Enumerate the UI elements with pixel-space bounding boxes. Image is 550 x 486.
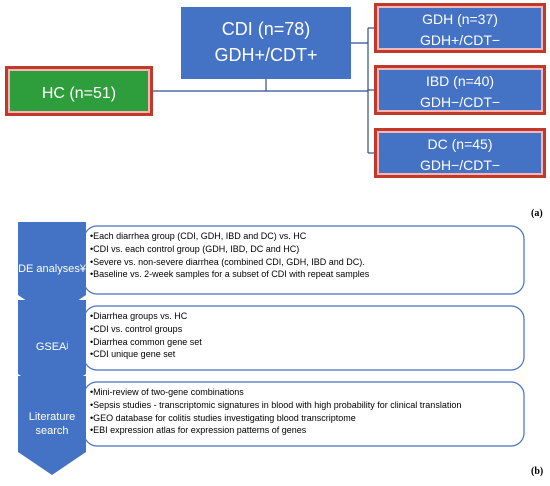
list-item: CDI unique gene set xyxy=(90,348,520,361)
gdh-group-title: GDH (n=37) xyxy=(422,11,498,27)
ibd-group-box: IBD (n=40) GDH−/CDT− xyxy=(374,65,546,115)
connector-lines xyxy=(153,27,375,154)
literature-list: Mini-review of two-gene combinations Sep… xyxy=(90,386,520,437)
dc-group-title: DC (n=45) xyxy=(427,136,493,152)
literature-chevron xyxy=(18,376,86,475)
cdi-group-subtitle: GDH+/CDT+ xyxy=(214,45,318,65)
panel-a-label: (a) xyxy=(531,208,543,219)
panel-b-label: (b) xyxy=(531,466,544,477)
gsea-list: Diarrhea groups vs. HC CDI vs. control g… xyxy=(90,310,520,361)
literature-label: Literature search xyxy=(28,411,76,437)
list-item: Each diarrhea group (CDI, GDH, IBD and D… xyxy=(90,230,520,243)
dc-group-box: DC (n=45) GDH−/CDT− xyxy=(374,128,546,178)
hc-group-title: HC (n=51) xyxy=(41,85,117,102)
de-analyses-chevron xyxy=(18,222,86,318)
cdi-group-box: CDI (n=78) GDH+/CDT+ xyxy=(181,7,351,79)
gdh-group-box: GDH (n=37) GDH+/CDT− xyxy=(374,3,546,53)
list-item: EBI expression atlas for expression patt… xyxy=(90,424,520,437)
gsea-chevron xyxy=(18,300,86,397)
list-item: Sepsis studies - transcriptomic signatur… xyxy=(90,399,520,412)
list-item: Severe vs. non-severe diarrhea (combined… xyxy=(90,256,520,269)
ibd-group-subtitle: GDH−/CDT− xyxy=(419,94,501,110)
gdh-group-subtitle: GDH+/CDT− xyxy=(419,32,501,48)
de-analyses-label: DE analyses¥ xyxy=(18,263,86,275)
hc-group-box: HC (n=51) xyxy=(5,66,153,116)
cdi-group-title: CDI (n=78) xyxy=(221,19,311,39)
list-item: Diarrhea groups vs. HC xyxy=(90,310,520,323)
gsea-label: GSEAʲ xyxy=(35,341,69,353)
list-item: Baseline vs. 2-week samples for a subset… xyxy=(90,268,520,281)
list-item: Diarrhea common gene set xyxy=(90,336,520,349)
dc-group-subtitle: GDH−/CDT− xyxy=(419,157,501,173)
list-item: Mini-review of two-gene combinations xyxy=(90,386,520,399)
list-item: GEO database for colitis studies investi… xyxy=(90,412,520,425)
ibd-group-title: IBD (n=40) xyxy=(425,73,495,89)
de-analyses-list: Each diarrhea group (CDI, GDH, IBD and D… xyxy=(90,230,520,281)
list-item: CDI vs. each control group (GDH, IBD, DC… xyxy=(90,243,520,256)
list-item: CDI vs. control groups xyxy=(90,323,520,336)
